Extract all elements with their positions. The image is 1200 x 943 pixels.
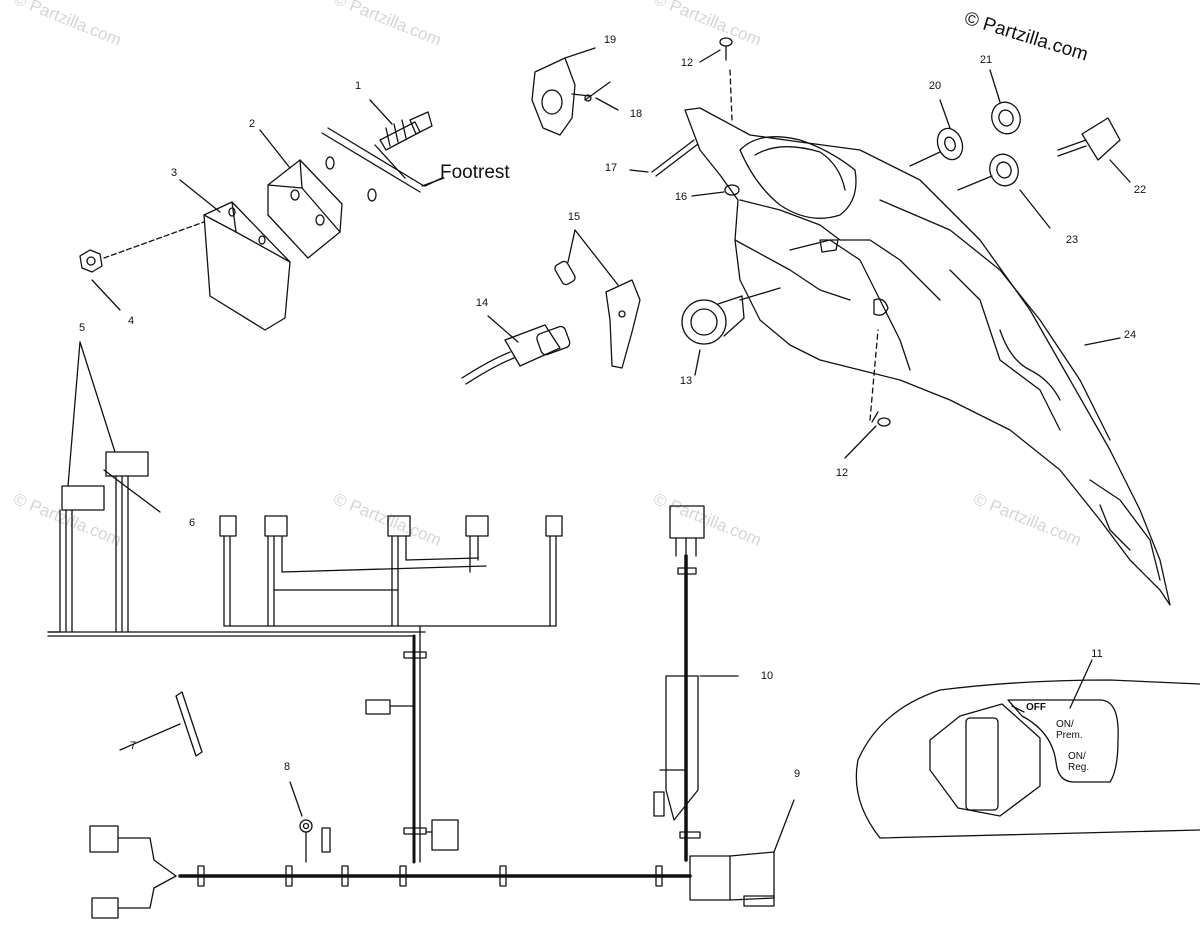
callout-16: 16 xyxy=(674,191,688,203)
rod-part-17 xyxy=(629,139,699,177)
terminal-part-8 xyxy=(289,781,331,863)
callout-13: 13 xyxy=(679,375,693,387)
harness-part-10 xyxy=(653,505,739,862)
callout-5: 5 xyxy=(78,322,86,334)
callout-10: 10 xyxy=(760,670,774,682)
callout-2: 2 xyxy=(248,118,256,130)
switch-on-reg-label: ON/ Reg. xyxy=(1068,751,1090,773)
pad-part-3 xyxy=(179,179,291,331)
switch-on-prem-label: ON/ Prem. xyxy=(1056,719,1083,741)
screw-part-18 xyxy=(584,81,619,111)
footrest-label: Footrest xyxy=(440,162,510,183)
key-parts-15 xyxy=(554,229,641,369)
key-parts-20-23 xyxy=(909,69,1131,229)
bolt-part-1 xyxy=(369,99,433,151)
callout-1: 1 xyxy=(354,80,362,92)
callout-4: 4 xyxy=(127,315,135,327)
callout-24: 24 xyxy=(1123,329,1137,341)
callout-17: 17 xyxy=(604,162,618,174)
bracket-part-19 xyxy=(531,47,596,136)
nut-part-4 xyxy=(79,221,205,311)
switch-off-label: OFF xyxy=(1026,702,1046,713)
connector-part-9 xyxy=(689,799,795,907)
washer-part-16 xyxy=(691,184,740,197)
footrest-leader xyxy=(421,177,445,187)
callout-11: 11 xyxy=(1091,648,1103,660)
callout-6: 6 xyxy=(188,517,196,529)
callout-22: 22 xyxy=(1133,184,1147,196)
harness-part-6 xyxy=(47,341,563,863)
clamp-part-7 xyxy=(119,691,203,757)
ignition-part-13 xyxy=(681,287,781,376)
callout-23: 23 xyxy=(1065,234,1079,246)
spacer-part-2 xyxy=(259,129,343,259)
screw-part-12-bottom xyxy=(844,329,891,459)
footrest-plate xyxy=(321,127,443,193)
callout-20: 20 xyxy=(928,80,942,92)
callout-21: 21 xyxy=(979,54,993,66)
callout-18: 18 xyxy=(629,108,643,120)
callout-19: 19 xyxy=(603,34,617,46)
callout-15: 15 xyxy=(567,211,581,223)
screw-part-12-top xyxy=(699,37,733,121)
console-part-24 xyxy=(684,107,1171,606)
harness-main xyxy=(89,634,692,919)
ignition-switch-inset xyxy=(855,659,1200,839)
washers xyxy=(325,156,377,202)
callout-7: 7 xyxy=(129,740,137,752)
callout-8: 8 xyxy=(283,761,291,773)
callout-9: 9 xyxy=(793,768,801,780)
callout-3: 3 xyxy=(170,167,178,179)
callout-12-top: 12 xyxy=(680,57,694,69)
callout-12-bottom: 12 xyxy=(835,467,849,479)
switch-part-14 xyxy=(461,315,571,385)
callout-14: 14 xyxy=(475,297,489,309)
